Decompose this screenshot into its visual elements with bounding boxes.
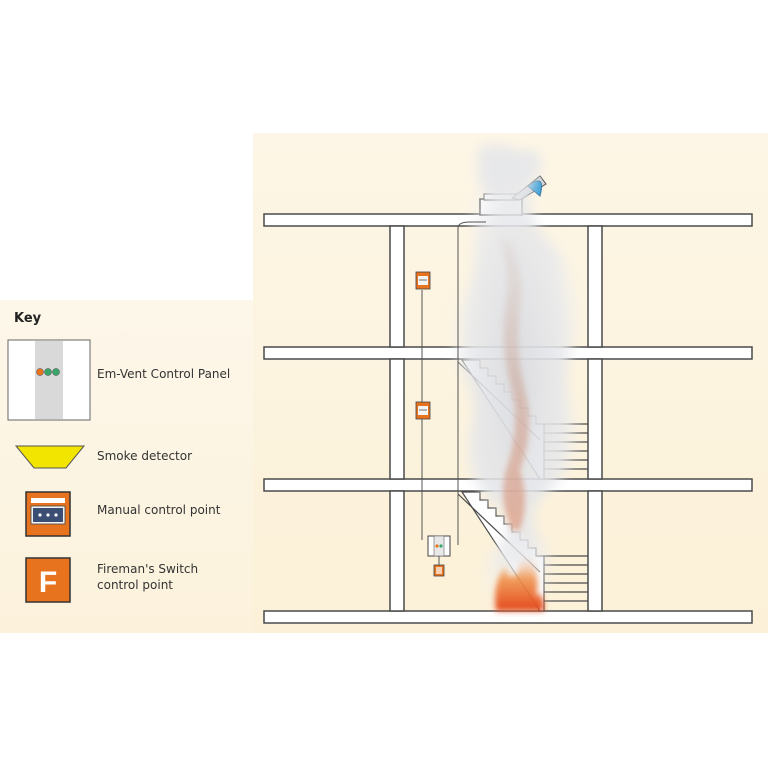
- manual-control-point-label: Manual control point: [97, 503, 221, 517]
- wall-right-middle: [587, 358, 603, 480]
- wall-right-lower: [587, 490, 603, 612]
- control-panel-icon: [7, 339, 91, 421]
- manual-control-point-middle[interactable]: [415, 401, 431, 420]
- fire: [495, 556, 544, 611]
- key-title: Key: [14, 311, 42, 326]
- fireman-switch-icon-letter: F: [39, 566, 57, 599]
- fireman-switch-unit[interactable]: [433, 564, 445, 577]
- wall-left-lower: [389, 490, 405, 612]
- wall-right-upper: [587, 225, 603, 348]
- manual-control-point-icon: [25, 491, 71, 537]
- smoke-detector-label: Smoke detector: [97, 449, 193, 463]
- wall-left-middle: [389, 358, 405, 480]
- control-panel-label: Em-Vent Control Panel: [97, 367, 231, 381]
- smoke-detector-icon: [14, 445, 86, 469]
- control-cabling: [421, 221, 486, 566]
- wall-left-upper: [389, 225, 405, 348]
- ground-slab: [263, 610, 753, 624]
- manual-control-point-top[interactable]: [415, 271, 431, 290]
- walls: [389, 225, 603, 612]
- em-vent-control-panel-unit[interactable]: [427, 535, 451, 557]
- smoke-plume: [452, 144, 580, 608]
- fireman-switch-icon: F: [25, 557, 71, 603]
- fireman-switch-label: Fireman's Switch control point: [97, 562, 199, 592]
